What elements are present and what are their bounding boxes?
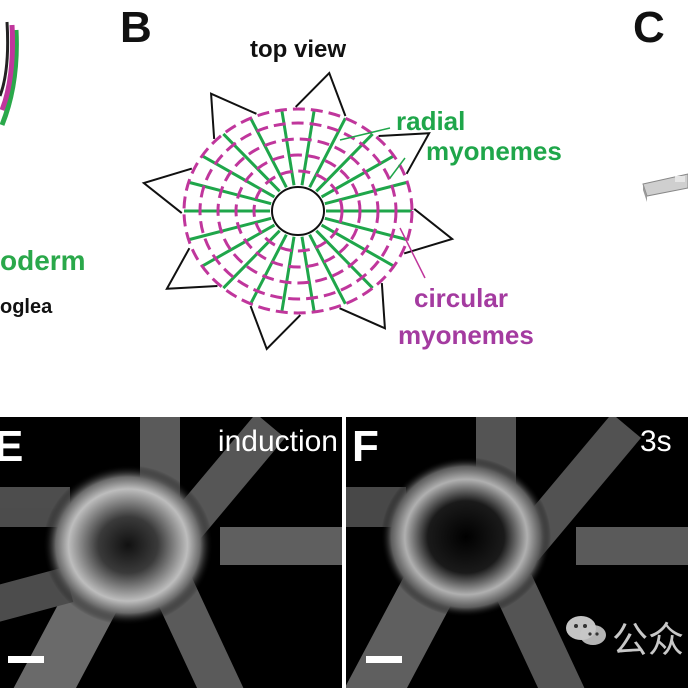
panel-a: oderm oglea [0, 0, 100, 360]
radial-myoneme [324, 180, 408, 206]
layer-dark-arc [0, 21, 10, 97]
radial-pointer-line [339, 127, 391, 141]
radial-myoneme [300, 236, 316, 313]
panel-f: F 3s 公众 [346, 417, 688, 688]
watermark-text: 公众 [612, 620, 685, 661]
outline-spike [165, 247, 218, 290]
radial-myoneme [201, 223, 276, 268]
outline-spike [209, 92, 257, 139]
panel-e-caption: induction [217, 425, 338, 458]
outline-spike [403, 208, 455, 255]
panel-e: E induction [0, 417, 342, 688]
wechat-watermark: 公众 [564, 609, 688, 661]
panel-a-diagram-fragment [0, 21, 19, 126]
outline-spike [294, 71, 347, 117]
circular-myoneme-ring [198, 121, 398, 301]
central-opening [271, 186, 325, 236]
radial-myoneme [320, 223, 395, 268]
outline-spike [339, 283, 387, 330]
radial-label-line1: radial [396, 106, 466, 136]
radial-pointer-line-2 [389, 157, 406, 179]
radial-myoneme [324, 216, 408, 242]
wechat-icon [566, 616, 606, 645]
myoneme-diagram [141, 71, 455, 351]
panel-b: B top view radial myonemes circular myon… [100, 0, 635, 360]
panel-e-letter: E [0, 422, 24, 471]
panel-f-caption: 3s [640, 425, 672, 458]
panel-e-micrograph [0, 417, 342, 688]
outline-spike [378, 132, 431, 175]
radial-myoneme [188, 216, 272, 242]
ectoderm-label: oderm [0, 245, 86, 276]
outline-spike [249, 305, 302, 351]
radial-myoneme [188, 180, 272, 206]
circular-myoneme-ring [182, 107, 414, 315]
circular-pointer-line [399, 227, 426, 279]
circular-myoneme-ring [216, 137, 380, 285]
radial-myoneme [201, 154, 276, 199]
panel-c: C [633, 0, 688, 360]
mesoglea-label: oglea [0, 296, 53, 318]
circular-myoneme-ring [252, 169, 344, 253]
layer-magenta-arc [0, 24, 15, 111]
outline-spike [141, 167, 193, 214]
radial-myoneme [249, 117, 288, 189]
radial-myoneme [320, 154, 395, 199]
panel-c-plate-fragment [642, 173, 688, 202]
radial-myoneme [249, 233, 288, 305]
top-view-title: top view [250, 36, 347, 63]
circular-myoneme-ring [234, 153, 362, 269]
radial-myoneme [300, 109, 316, 186]
panel-f-letter: F [352, 422, 379, 471]
panel-b-letter: B [120, 3, 152, 52]
panel-c-letter: C [633, 3, 665, 52]
layer-green-arc [0, 29, 19, 126]
circular-label-line2: myonemes [398, 320, 534, 350]
circular-label-line1: circular [414, 283, 508, 313]
radial-label-line2: myonemes [426, 136, 562, 166]
panel-e-scalebar [8, 656, 44, 663]
panel-f-scalebar [366, 656, 402, 663]
panel-f-micrograph [346, 417, 688, 688]
